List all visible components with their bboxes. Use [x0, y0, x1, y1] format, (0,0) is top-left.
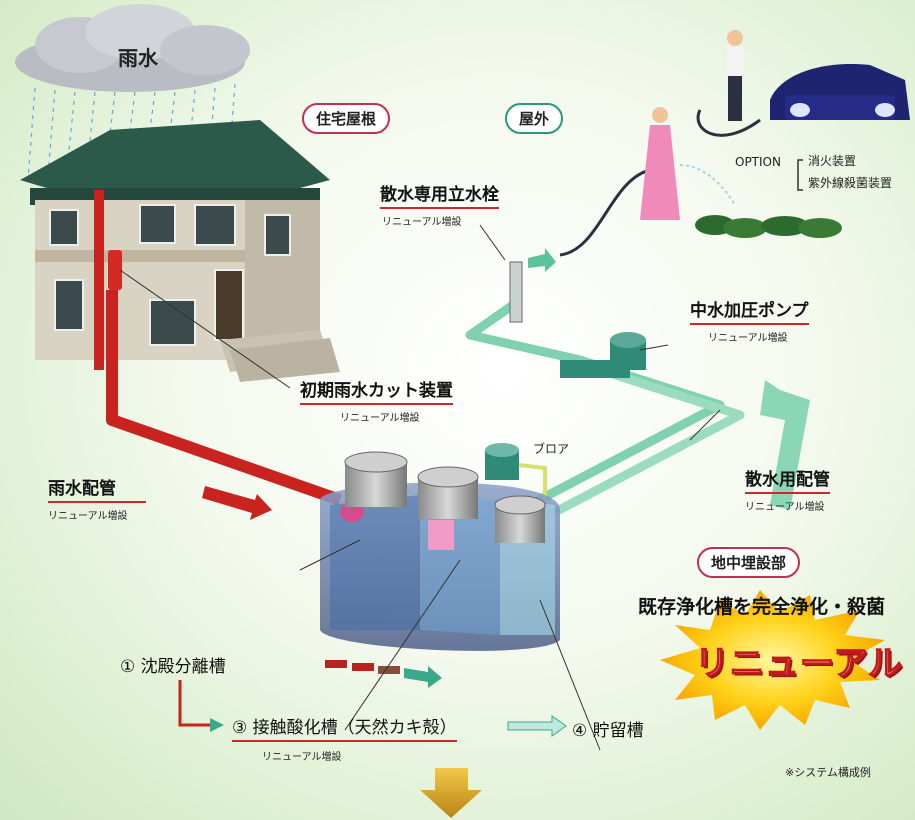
option-uv-sterilizer: 紫外線殺菌装置 [808, 176, 893, 190]
rain-cloud [15, 4, 250, 92]
sprinkler-tap-sub: リニューアル増設 [382, 217, 462, 228]
system-note: ※システム構成例 [785, 766, 871, 779]
septic-tank [320, 451, 560, 651]
step3-title: ③ 接触酸化槽（天然カキ殻） [232, 713, 457, 742]
rain-pipe-title: 雨水配管 [48, 474, 146, 503]
renewal-burst [660, 590, 885, 730]
tap-outlet-arrow [528, 248, 556, 272]
step3-sub: リニューアル増設 [262, 752, 342, 763]
person-man [727, 30, 743, 121]
pump [560, 332, 646, 378]
water-return-arrow [760, 380, 810, 510]
rain-label: 雨水 [118, 46, 158, 70]
pump-sub: リニューアル増設 [708, 333, 788, 344]
first-flush-title: 初期雨水カット装置 [300, 376, 453, 405]
sprinkler-tap-title: 散水専用立水栓 [380, 180, 499, 209]
person-woman [640, 107, 680, 220]
step3-label: ③ 接触酸化槽（天然カキ殻） リニューアル増設 [232, 713, 457, 763]
rain-flow-arrow [202, 486, 272, 520]
renewal-burst-text: リニューアル [694, 643, 904, 685]
sprinkle-pipe-sub: リニューアル増設 [745, 502, 825, 513]
hose [559, 168, 651, 257]
pump-label: 中水加圧ポンプ リニューアル増設 [690, 296, 809, 344]
down-arrow [420, 768, 482, 818]
option-fire-extinguisher: 消火装置 [808, 154, 857, 168]
renewal-banner: 既存浄化槽を完全浄化・殺菌 [638, 596, 886, 618]
sprinkler-tap-post [509, 261, 523, 323]
hose-2 [696, 109, 761, 137]
option-label: OPTION [735, 155, 781, 169]
outdoor-tag: 屋外 [505, 103, 564, 134]
sprinkler-tap-label: 散水専用立水栓 リニューアル増設 [380, 180, 499, 228]
plants [695, 215, 842, 238]
process-arrows [178, 680, 567, 737]
house [20, 120, 340, 382]
underground-tag: 地中埋設部 [697, 547, 801, 578]
leader-lines [119, 224, 721, 751]
water-spray [679, 164, 736, 206]
outflow-arrow [325, 660, 442, 688]
first-flush-sub: リニューアル増設 [340, 413, 420, 424]
step4-storage: ④ 貯留槽 [572, 721, 644, 741]
blower-label: ブロア [533, 442, 570, 456]
rain-downpipe [94, 190, 342, 506]
first-flush-label: 初期雨水カット装置 リニューアル増設 [300, 376, 453, 424]
sprinkle-pipe-label: 散水用配管 リニューアル増設 [745, 465, 830, 513]
option-bracket [797, 159, 803, 191]
rain-pipe-label: 雨水配管 リニューアル増設 [48, 474, 146, 522]
sprinkle-pipe-title: 散水用配管 [745, 465, 830, 494]
roof-tag: 住宅屋根 [302, 103, 391, 134]
pump-title: 中水加圧ポンプ [690, 296, 809, 325]
car [770, 64, 910, 120]
step1-sedimentation: ① 沈殿分離槽 [120, 657, 226, 677]
rain-pipe-sub: リニューアル増設 [48, 511, 128, 522]
